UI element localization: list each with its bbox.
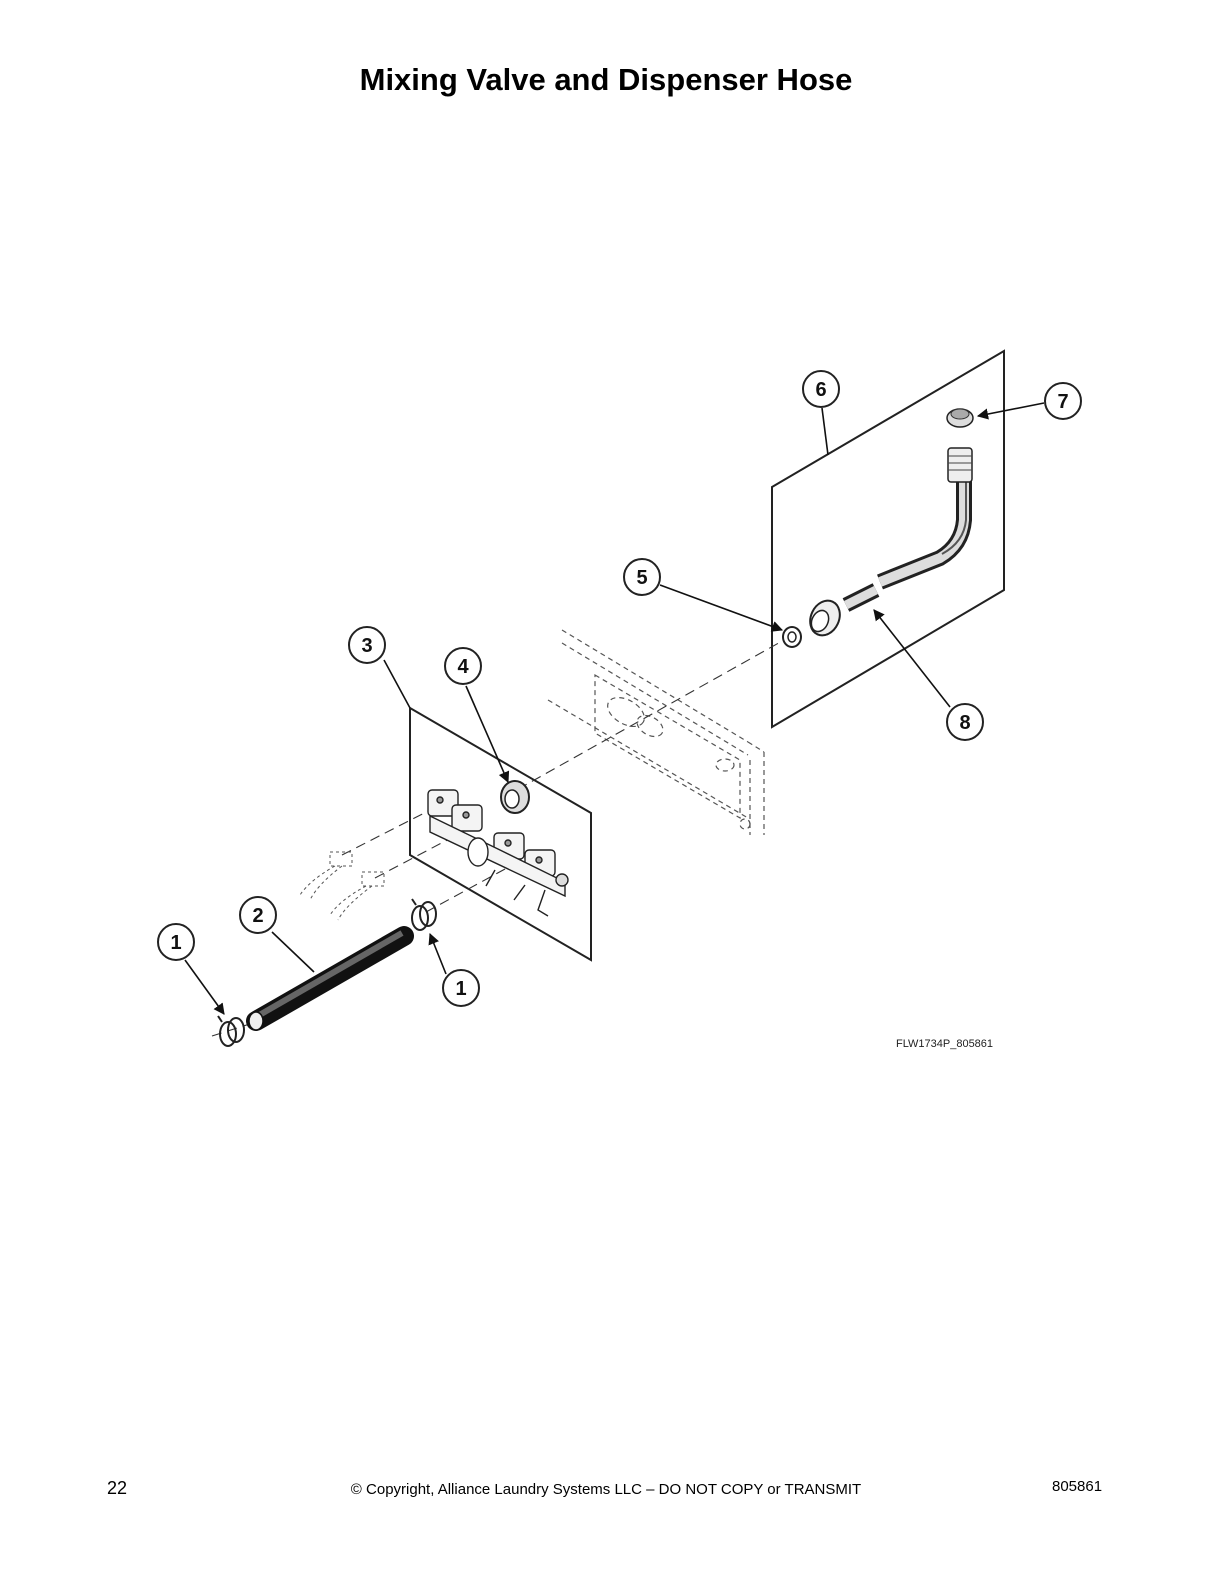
callout-1-right: 1 (442, 969, 480, 1007)
callout-label: 8 (959, 712, 970, 734)
callout-label: 3 (361, 635, 372, 657)
part-2-tube (246, 926, 414, 1031)
part-1-clamp-left (217, 1015, 245, 1047)
callout-label: 6 (815, 379, 826, 401)
callout-label: 1 (455, 978, 466, 1000)
callout-5: 5 (623, 558, 661, 596)
callout-label: 4 (457, 656, 469, 678)
leader-lines (184, 402, 1045, 1015)
callouts: 1 1 2 3 4 5 6 7 (157, 370, 1082, 1007)
part-8-hose (809, 447, 973, 637)
callout-8: 8 (946, 703, 984, 741)
machine-frame (547, 629, 765, 835)
page-title: Mixing Valve and Dispenser Hose (359, 62, 853, 97)
callout-label: 1 (170, 932, 181, 954)
part-4-grommet (500, 780, 530, 814)
figure-id: FLW1734P_805861 (896, 1038, 993, 1050)
callout-6: 6 (802, 370, 840, 408)
wire-harness-connectors (299, 851, 385, 921)
callout-7: 7 (1044, 382, 1082, 420)
copyright-notice: © Copyright, Alliance Laundry Systems LL… (350, 1481, 862, 1498)
callout-label: 5 (636, 567, 647, 589)
callout-4: 4 (444, 647, 482, 685)
part-5-washer (782, 626, 802, 648)
part-1-clamp-right (411, 898, 437, 931)
part-3-mixing-valve (427, 789, 569, 917)
callout-3: 3 (348, 626, 386, 664)
callout-label: 7 (1057, 391, 1068, 413)
callout-2: 2 (239, 896, 277, 934)
page-number: 22 (107, 1478, 128, 1498)
callout-label: 2 (252, 905, 263, 927)
part-7-screen (946, 408, 974, 428)
document-number: 805861 (1052, 1478, 1103, 1495)
callout-1-left: 1 (157, 923, 195, 961)
panel-part-6 (771, 349, 1005, 729)
